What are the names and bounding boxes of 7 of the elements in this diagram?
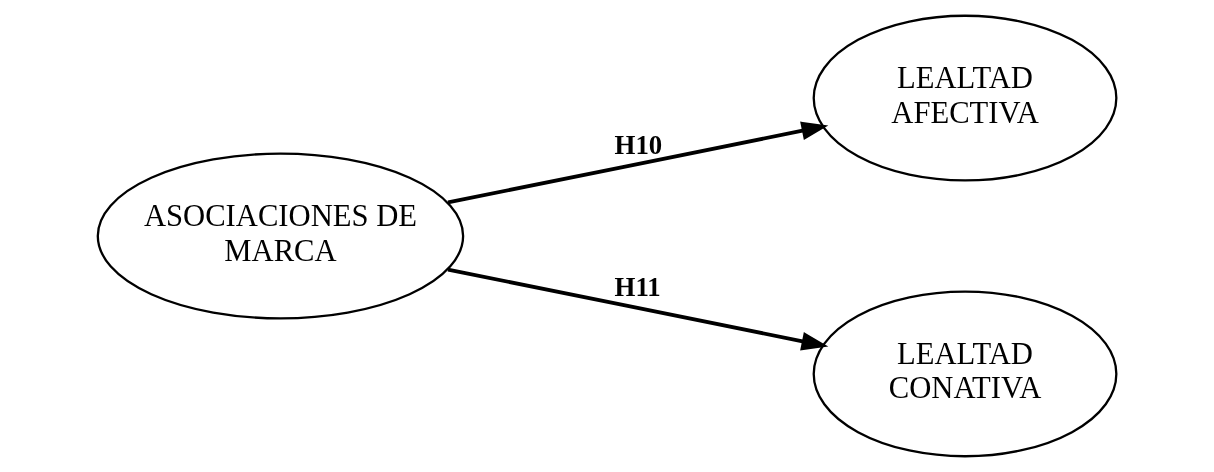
arrow xyxy=(447,121,829,205)
node-ellipse: LEALTAD AFECTIVA xyxy=(812,14,1118,182)
edge-label: H11 xyxy=(614,271,661,302)
arrow xyxy=(447,267,829,351)
node-ellipse: ASOCIACIONES DE MARCA xyxy=(96,152,465,320)
node-ellipse: LEALTAD CONATIVA xyxy=(812,290,1118,458)
edge-label: H10 xyxy=(614,130,663,161)
